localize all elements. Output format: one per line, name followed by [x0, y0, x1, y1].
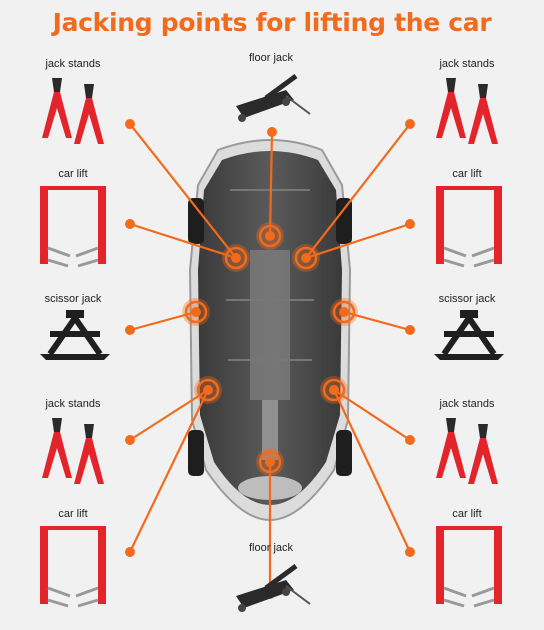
label-car-lift-right-5: car lift — [452, 508, 482, 520]
leader-line — [333, 389, 411, 441]
leader-dot — [125, 435, 135, 445]
leader-dot — [125, 219, 135, 229]
leader-dot — [405, 547, 415, 557]
label-jack-stands-left-4: jack stands — [45, 398, 101, 410]
jack-stands-icon — [436, 418, 498, 484]
label-scissor-jack-left-3: scissor jack — [44, 293, 102, 305]
leader-line — [129, 222, 237, 260]
jacking-point-marker — [256, 222, 284, 250]
jacking-points — [182, 222, 358, 476]
leader-line — [305, 123, 411, 259]
jack-stands-icon — [42, 78, 104, 144]
leader-dot — [125, 119, 135, 129]
leader-dot — [405, 325, 415, 335]
leader-dot — [267, 127, 277, 137]
floor-jack-icon — [236, 73, 311, 122]
leader-line — [305, 222, 411, 260]
scissor-jack-icon — [434, 310, 504, 360]
leader-line — [343, 310, 411, 332]
label-floor-jack-bottom: floor jack — [248, 542, 294, 554]
label-jack-stands-right-4: jack stands — [439, 398, 495, 410]
label-jack-stands-right-1: jack stands — [439, 58, 495, 70]
leader-line — [129, 310, 197, 332]
jacking-point-marker — [292, 244, 320, 272]
label-scissor-jack-right-3: scissor jack — [438, 293, 496, 305]
label-car-lift-right-2: car lift — [452, 168, 482, 180]
leader-dot — [405, 219, 415, 229]
leader-dot — [405, 435, 415, 445]
car-lift-icon — [40, 526, 106, 608]
leader-line — [268, 131, 274, 237]
jacking-point-marker — [330, 298, 358, 326]
jacking-point-marker — [194, 376, 222, 404]
leader-line — [129, 389, 209, 441]
leader-line — [129, 123, 237, 259]
scissor-jack-icon — [40, 310, 110, 360]
jack-stands-icon — [42, 418, 104, 484]
jacking-point-marker — [256, 448, 284, 476]
leader-line — [333, 389, 411, 553]
tool-icons — [40, 73, 504, 612]
leader-dot — [125, 547, 135, 557]
jacking-point-marker — [182, 298, 210, 326]
car-lift-icon — [436, 526, 502, 608]
leader-dot — [125, 325, 135, 335]
label-floor-jack-top: floor jack — [248, 52, 294, 64]
label-car-lift-left-5: car lift — [58, 508, 88, 520]
car-lift-icon — [40, 186, 106, 268]
jacking-point-marker — [222, 244, 250, 272]
label-jack-stands-left-1: jack stands — [45, 58, 101, 70]
page-title: Jacking points for lifting the car — [52, 8, 492, 37]
label-car-lift-left-2: car lift — [58, 168, 88, 180]
leader-dot — [405, 119, 415, 129]
floor-jack-icon — [236, 563, 311, 612]
leader-lines — [125, 119, 415, 599]
jack-stands-icon — [436, 78, 498, 144]
car-lift-icon — [436, 186, 502, 268]
leader-line — [129, 389, 209, 553]
jacking-point-marker — [320, 376, 348, 404]
car-underbody — [188, 139, 352, 522]
